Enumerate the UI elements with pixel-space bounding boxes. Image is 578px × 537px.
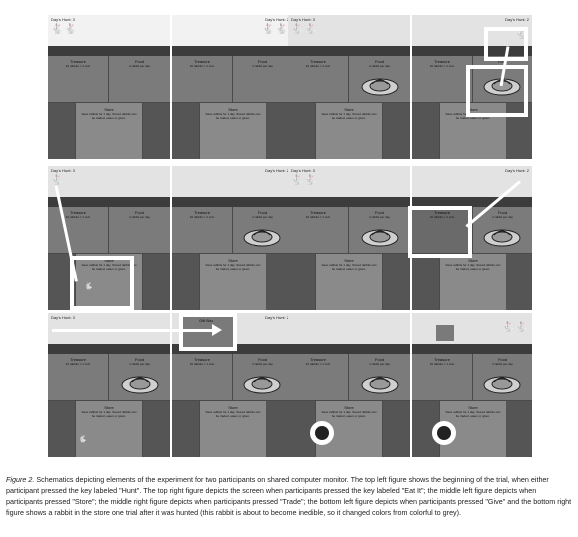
hunt-label: Day's Hunt: 3 [291, 17, 315, 22]
plate-icon [361, 78, 399, 96]
rabbit-icon: 🐇🐇 [51, 24, 78, 35]
rabbit-icon: 🐇 [51, 175, 65, 186]
hunt-label: Day's Hunt: 3 [51, 315, 75, 320]
rabbit-icon: 🐇🐇 [502, 322, 529, 333]
figure-label: Figure 2. [6, 475, 35, 484]
hunt-label: Day's Hunt: 2 [505, 168, 529, 173]
highlight-box [408, 206, 472, 258]
plate-icon [483, 229, 521, 247]
hunt-label: Day's Hunt: 3 [51, 168, 75, 173]
highlight-box [466, 65, 528, 117]
rabbit-icon: 🐇🐇 [291, 24, 318, 35]
hunt-label: Day's Hunt: 3 [291, 168, 315, 173]
caption-text: Schematics depicting elements of the exp… [6, 475, 572, 517]
hunt-label: Day's Hunt: 2 [265, 315, 289, 320]
hunt-label: Day's Hunt: 2 [265, 17, 289, 22]
gift-box-mini [436, 325, 454, 341]
gift-box-label: Gift Box [199, 318, 214, 323]
hunt-label: Day's Hunt: 3 [51, 17, 75, 22]
plate-icon [243, 229, 281, 247]
arrow [52, 329, 217, 332]
rabbit-icon: 🐇 [515, 29, 529, 40]
figure-caption: Figure 2. Schematics depicting elements … [6, 474, 572, 518]
highlight-box [70, 256, 134, 310]
highlight-box: Gift Box [179, 313, 237, 351]
hunt-label: Day's Hunt: 2 [265, 168, 289, 173]
plate-icon [121, 376, 159, 394]
plate-icon [361, 376, 399, 394]
hunt-label: Day's Hunt: 2 [505, 17, 529, 22]
plate-icon [483, 376, 521, 394]
rabbit-icon: 🐇🐇 [291, 175, 318, 186]
rabbit-icon: 🐇🐇 [262, 24, 289, 35]
grey-rabbit-marker [432, 421, 456, 445]
plate-icon [243, 376, 281, 394]
rabbit-icon: 🐇 [78, 436, 87, 443]
grey-rabbit-marker [310, 421, 334, 445]
plate-icon [483, 78, 521, 96]
plate-icon [361, 229, 399, 247]
rabbit-icon: 🐇 [84, 283, 93, 290]
